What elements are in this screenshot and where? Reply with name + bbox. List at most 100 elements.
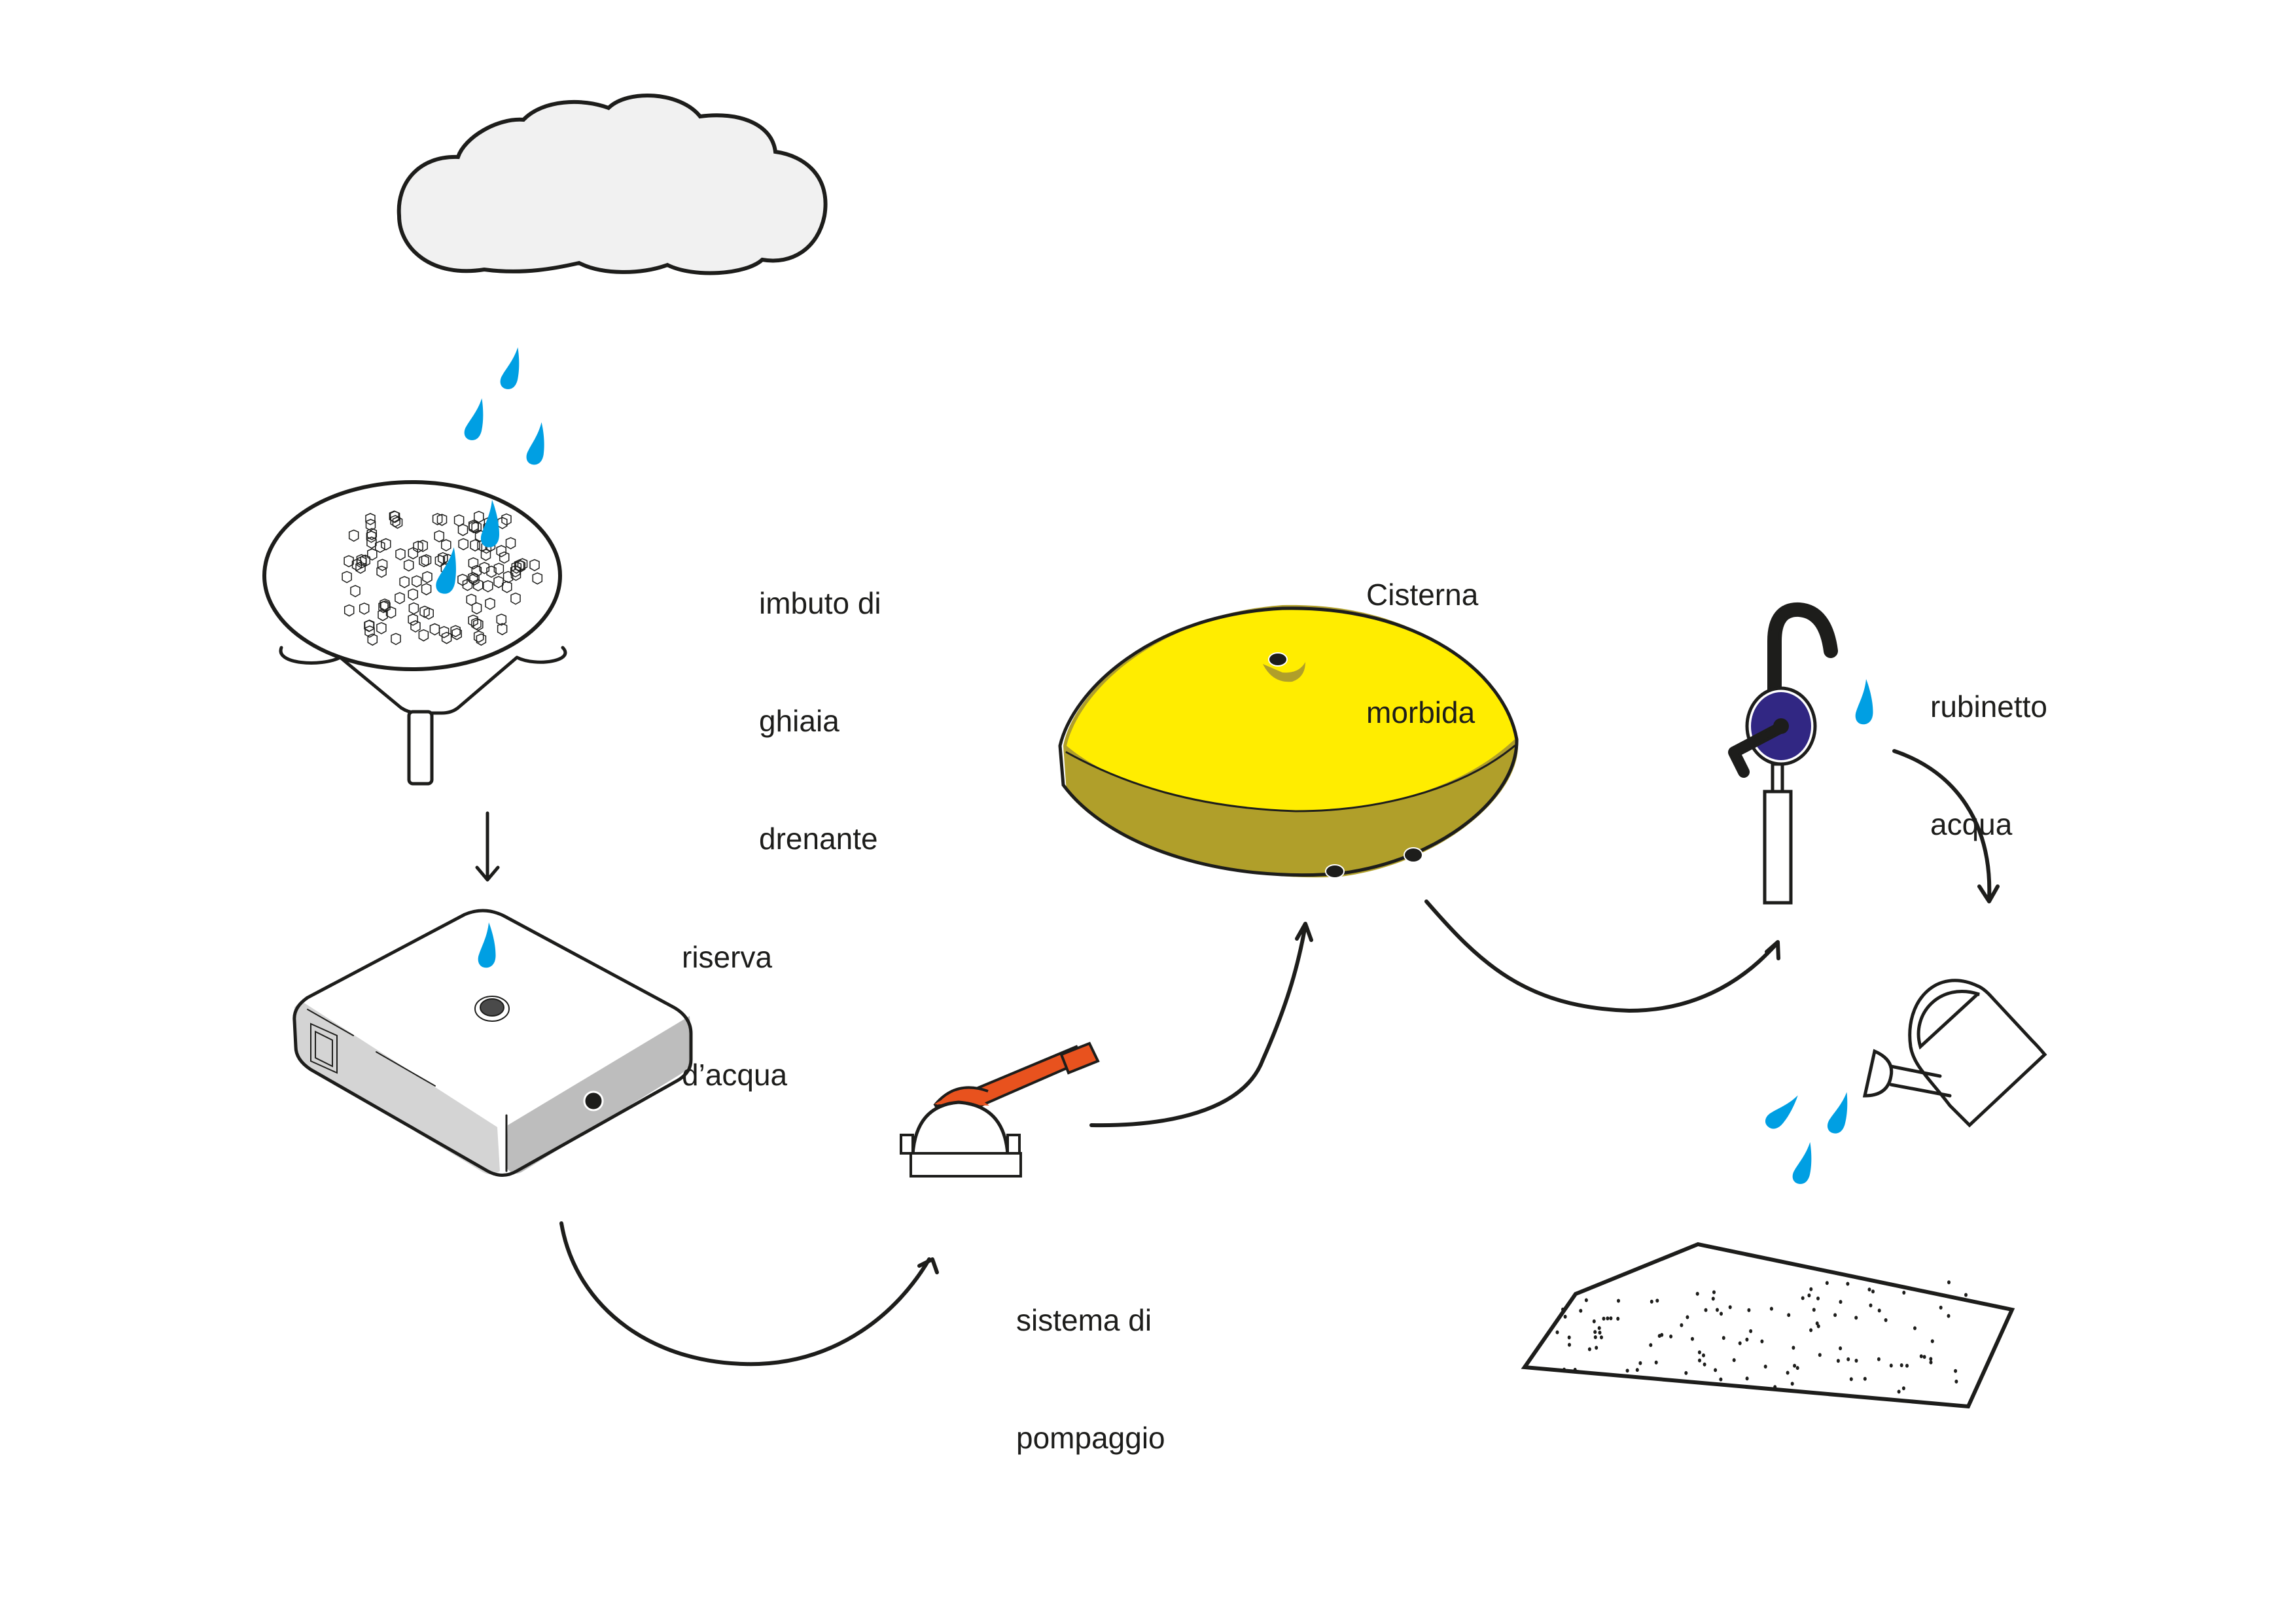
soil-seed: [1854, 1316, 1858, 1320]
soil-seed: [1745, 1337, 1749, 1342]
soil-seed: [1815, 1321, 1819, 1325]
soil-seed: [1587, 1347, 1591, 1352]
soil-seed: [1801, 1296, 1805, 1300]
soil-seed: [1654, 1360, 1658, 1365]
soil-seed: [1930, 1339, 1934, 1344]
soil-seed: [1954, 1369, 1958, 1373]
label-reserve: riserva d’acqua: [682, 859, 787, 1134]
arrow-tap-to-watering-can: [1892, 749, 2000, 903]
soil-seed: [1561, 1307, 1564, 1312]
soil-seed: [1954, 1379, 1958, 1384]
soil-seed: [1867, 1287, 1871, 1292]
soil-seed: [1657, 1334, 1661, 1338]
soil-seed: [1728, 1305, 1732, 1310]
soil-seed: [1877, 1308, 1881, 1313]
soil-seed: [1650, 1299, 1653, 1304]
water-drop-icon: [1762, 1089, 1803, 1133]
soil-seed: [1929, 1360, 1933, 1365]
soft-cistern-icon: [1058, 604, 1519, 879]
soil-seed: [1738, 1341, 1742, 1346]
soil-seed: [1722, 1336, 1725, 1340]
soil-seed: [1638, 1361, 1642, 1365]
soil-seed: [1716, 1308, 1719, 1312]
soil-seed: [1816, 1324, 1820, 1329]
soil-seed: [1579, 1308, 1583, 1313]
soil-seed: [1839, 1346, 1843, 1351]
label-pump: sistema di pompaggio: [1016, 1222, 1165, 1497]
soil-seed: [1695, 1291, 1699, 1296]
label-line: rubinetto: [1930, 689, 2048, 724]
water-drop-icon: [525, 421, 548, 466]
water-drop-icon: [1826, 1089, 1854, 1136]
cloud-icon: [397, 93, 828, 275]
soil-seed: [1871, 1289, 1875, 1294]
arrow-pump-to-cistern: [1089, 922, 1313, 1128]
soil-seed: [1793, 1363, 1797, 1368]
gravel-funnel-icon: [262, 480, 567, 786]
soil-seed: [1649, 1343, 1653, 1348]
arrow-cistern-to-tap: [1424, 899, 1780, 1013]
soil-seed: [1902, 1291, 1906, 1295]
soil-seed: [1555, 1330, 1559, 1335]
soil-seed: [1602, 1316, 1606, 1321]
soil-seed: [1563, 1367, 1566, 1372]
soil-seed: [1598, 1331, 1602, 1335]
soil-seed: [1947, 1280, 1951, 1285]
soil-seed: [1846, 1282, 1850, 1286]
label-line: drenante: [759, 822, 878, 856]
soil-seed: [1749, 1329, 1753, 1333]
rain-drops: [463, 345, 548, 466]
soil-seed: [1846, 1357, 1850, 1361]
soil-seed: [1711, 1297, 1715, 1301]
label-line: riserva: [682, 940, 773, 974]
soil-seed: [1720, 1312, 1723, 1316]
soil-seed: [1686, 1315, 1689, 1319]
soil-seed: [1863, 1376, 1867, 1381]
soil-seed: [1833, 1313, 1837, 1318]
soil-seed: [1786, 1370, 1790, 1375]
soil-seed: [1818, 1353, 1822, 1357]
soil-seed: [1795, 1366, 1799, 1370]
soil-seed: [1568, 1342, 1571, 1347]
watering-can-icon: [1762, 979, 2047, 1186]
soil-seed: [1922, 1355, 1926, 1359]
soil-seed: [1836, 1359, 1840, 1363]
soil-seed: [1760, 1339, 1764, 1344]
soil-seed: [1592, 1319, 1596, 1323]
soil-seed: [1947, 1314, 1951, 1318]
soil-seed: [1913, 1326, 1916, 1331]
soil-seed: [1939, 1305, 1943, 1310]
soil-seed: [1714, 1368, 1718, 1372]
soil-seed: [1567, 1335, 1571, 1340]
soil-seed: [1703, 1362, 1706, 1367]
soil-seed: [1884, 1318, 1888, 1322]
soil-seed: [1617, 1299, 1620, 1303]
soil-seed: [1854, 1359, 1858, 1363]
label-line: acqua: [1930, 807, 2013, 841]
soil-seed: [1763, 1365, 1767, 1369]
soil-seed: [1593, 1330, 1597, 1335]
water-drop-icon: [478, 922, 496, 968]
soil-seed: [1919, 1354, 1923, 1359]
soil-seed: [1669, 1335, 1673, 1338]
soil-seed: [1877, 1357, 1881, 1361]
soil-seed: [1825, 1281, 1829, 1285]
soil-seed: [1812, 1308, 1816, 1312]
water-drop-icon: [1791, 1140, 1817, 1186]
soil-seed: [1790, 1382, 1794, 1386]
soil-seed: [1595, 1346, 1598, 1350]
soil-seed: [1698, 1358, 1701, 1363]
soil-seed: [1769, 1306, 1773, 1311]
water-drop-icon: [1855, 679, 1873, 725]
water-tap-icon: [1728, 602, 1873, 905]
soil-seed: [1563, 1314, 1567, 1319]
soil-patch-icon: [1521, 1242, 2015, 1409]
label-tap: rubinetto acqua: [1930, 608, 2047, 883]
soil-seed: [1655, 1299, 1659, 1303]
soil-seed: [1773, 1385, 1777, 1389]
soil-seed: [1899, 1363, 1903, 1367]
soil-seed: [1625, 1369, 1629, 1373]
label-cistern: Cisterna morbida: [1366, 497, 1478, 771]
soil-seed: [1929, 1357, 1933, 1361]
